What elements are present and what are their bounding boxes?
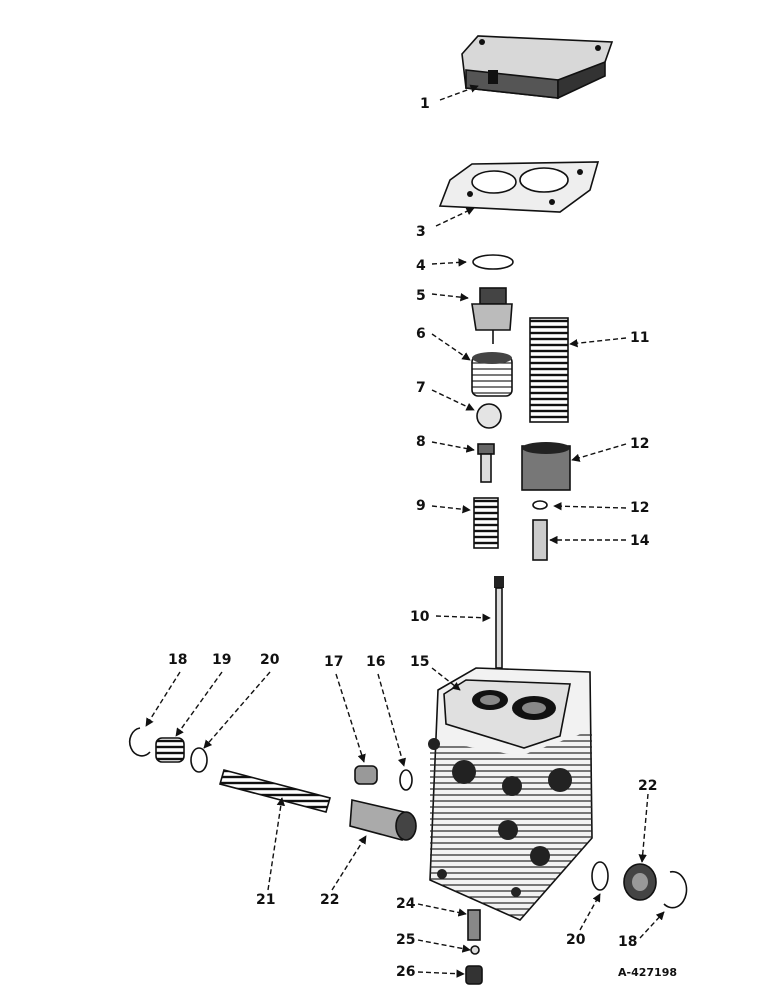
callout-15: 15: [410, 654, 429, 670]
callout-20-left: 20: [260, 652, 280, 668]
valve-part: [471, 287, 513, 344]
ring-20-right-part: [591, 861, 609, 891]
snap-ring-left-part: [128, 727, 151, 757]
screw-part: [467, 909, 481, 941]
callout-6: 6: [416, 326, 426, 342]
callout-12: 12: [630, 436, 649, 452]
ring-20-left-part: [190, 747, 208, 773]
ring-part: [472, 254, 514, 270]
callout-3: 3: [416, 224, 426, 240]
small-plug-part: [465, 965, 483, 985]
callout-1: 1: [420, 96, 430, 112]
nut-part: [155, 737, 185, 763]
sleeve-part: [521, 442, 571, 491]
callout-19: 19: [212, 652, 231, 668]
callout-17: 17: [324, 654, 343, 670]
callout-21: 21: [256, 892, 275, 908]
callout-20-right: 20: [566, 932, 586, 948]
spring-small-part: [473, 497, 499, 549]
plunger-part: [532, 519, 548, 561]
ring-16-part: [399, 769, 413, 791]
plug-part: [354, 765, 378, 785]
pin-part: [477, 443, 495, 483]
callout-4: 4: [416, 258, 426, 274]
seat-part: [471, 352, 513, 397]
rod-part: [494, 576, 504, 669]
spring-long-part: [219, 769, 331, 813]
callout-11: 11: [630, 330, 649, 346]
ball-part: [476, 403, 502, 429]
callout-7: 7: [416, 380, 426, 396]
callout-5: 5: [416, 288, 426, 304]
small-ring-part: [532, 500, 548, 510]
callout-22-right: 22: [638, 778, 657, 794]
cover-plate-part: [461, 35, 614, 100]
gasket-part: [438, 161, 600, 213]
figure-reference-number: A-427198: [618, 966, 677, 979]
callout-18-right: 18: [618, 934, 637, 950]
callout-8: 8: [416, 434, 426, 450]
callout-22-left: 22: [320, 892, 339, 908]
callout-labels: 1 3 4 5 6 7 8 9 10 11 12 12 14 15 16 17 …: [168, 96, 657, 980]
callout-10: 10: [410, 609, 430, 625]
callout-14: 14: [630, 533, 650, 549]
nut-right-part: [623, 863, 657, 901]
spool-part: [349, 799, 417, 842]
callout-9: 9: [416, 498, 426, 514]
callout-16: 16: [366, 654, 385, 670]
callout-24: 24: [396, 896, 416, 912]
leader-lines: [145, 84, 665, 978]
small-ball-part: [470, 945, 480, 955]
snap-ring-right-part: [663, 870, 688, 909]
callout-18-left: 18: [168, 652, 187, 668]
callout-25: 25: [396, 932, 415, 948]
spring-large-part: [529, 317, 569, 423]
housing-part: [428, 667, 593, 921]
callout-26: 26: [396, 964, 415, 980]
callout-12-second: 12: [630, 500, 649, 516]
